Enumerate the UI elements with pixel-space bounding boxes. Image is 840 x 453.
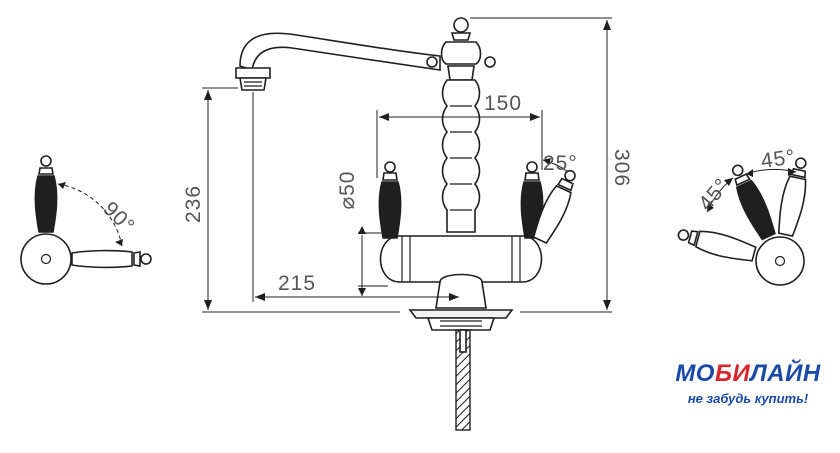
brand-prefix: МО <box>675 360 715 387</box>
brand-name: МОБИЛАЙН <box>660 360 836 388</box>
right-rotation-label-a: 45° <box>759 145 797 173</box>
spout-tip <box>235 67 271 79</box>
right-lever-light-lower <box>677 229 757 262</box>
spout-collar <box>440 41 482 65</box>
dim-215-label: 215 <box>278 272 316 295</box>
left-handle-detail: 90° <box>20 155 152 285</box>
right-handle-detail: 45° 45° <box>677 145 807 286</box>
brand-logo: МОБИЛАЙН не забудь купить! <box>660 360 836 406</box>
left-lever-horizontal <box>71 249 152 269</box>
handle-base-circle <box>20 233 72 285</box>
faucet-base <box>435 273 487 309</box>
column-body <box>441 79 481 233</box>
base-plate <box>408 309 514 319</box>
left-rotation-arc <box>57 183 123 247</box>
main-right-lever-tilted <box>532 169 576 244</box>
hose-fitting <box>459 329 467 353</box>
handle-base-center <box>40 253 52 265</box>
left-lever-vertical <box>34 155 58 233</box>
left-rotation-label: 90° <box>98 197 139 238</box>
right-lever-light-upper <box>777 157 807 237</box>
left-arc-arrow-end <box>115 239 123 246</box>
mount-nut <box>426 317 496 331</box>
dim-306-label: 306 <box>610 149 633 187</box>
dim-236-label: 236 <box>182 185 205 223</box>
main-faucet: 306 236 215 150 ⌀50 25° <box>182 17 633 431</box>
faucet-body <box>379 235 543 283</box>
dim-150-label: 150 <box>484 92 522 115</box>
spout <box>239 32 441 72</box>
right-handle-base <box>755 236 805 286</box>
aerator <box>239 77 267 91</box>
dim-50-label: ⌀50 <box>336 170 359 209</box>
right-lever-dark <box>731 164 776 241</box>
top-finial <box>453 17 469 33</box>
column-top <box>447 65 475 81</box>
main-left-lever <box>378 161 402 239</box>
left-arc-arrow-start <box>58 182 66 189</box>
brand-highlight: БИ <box>714 360 751 387</box>
brand-tagline: не забудь купить! <box>687 391 809 406</box>
tilt-angle-label: 25° <box>543 152 578 175</box>
brand-suffix: ЛАЙН <box>750 360 821 387</box>
